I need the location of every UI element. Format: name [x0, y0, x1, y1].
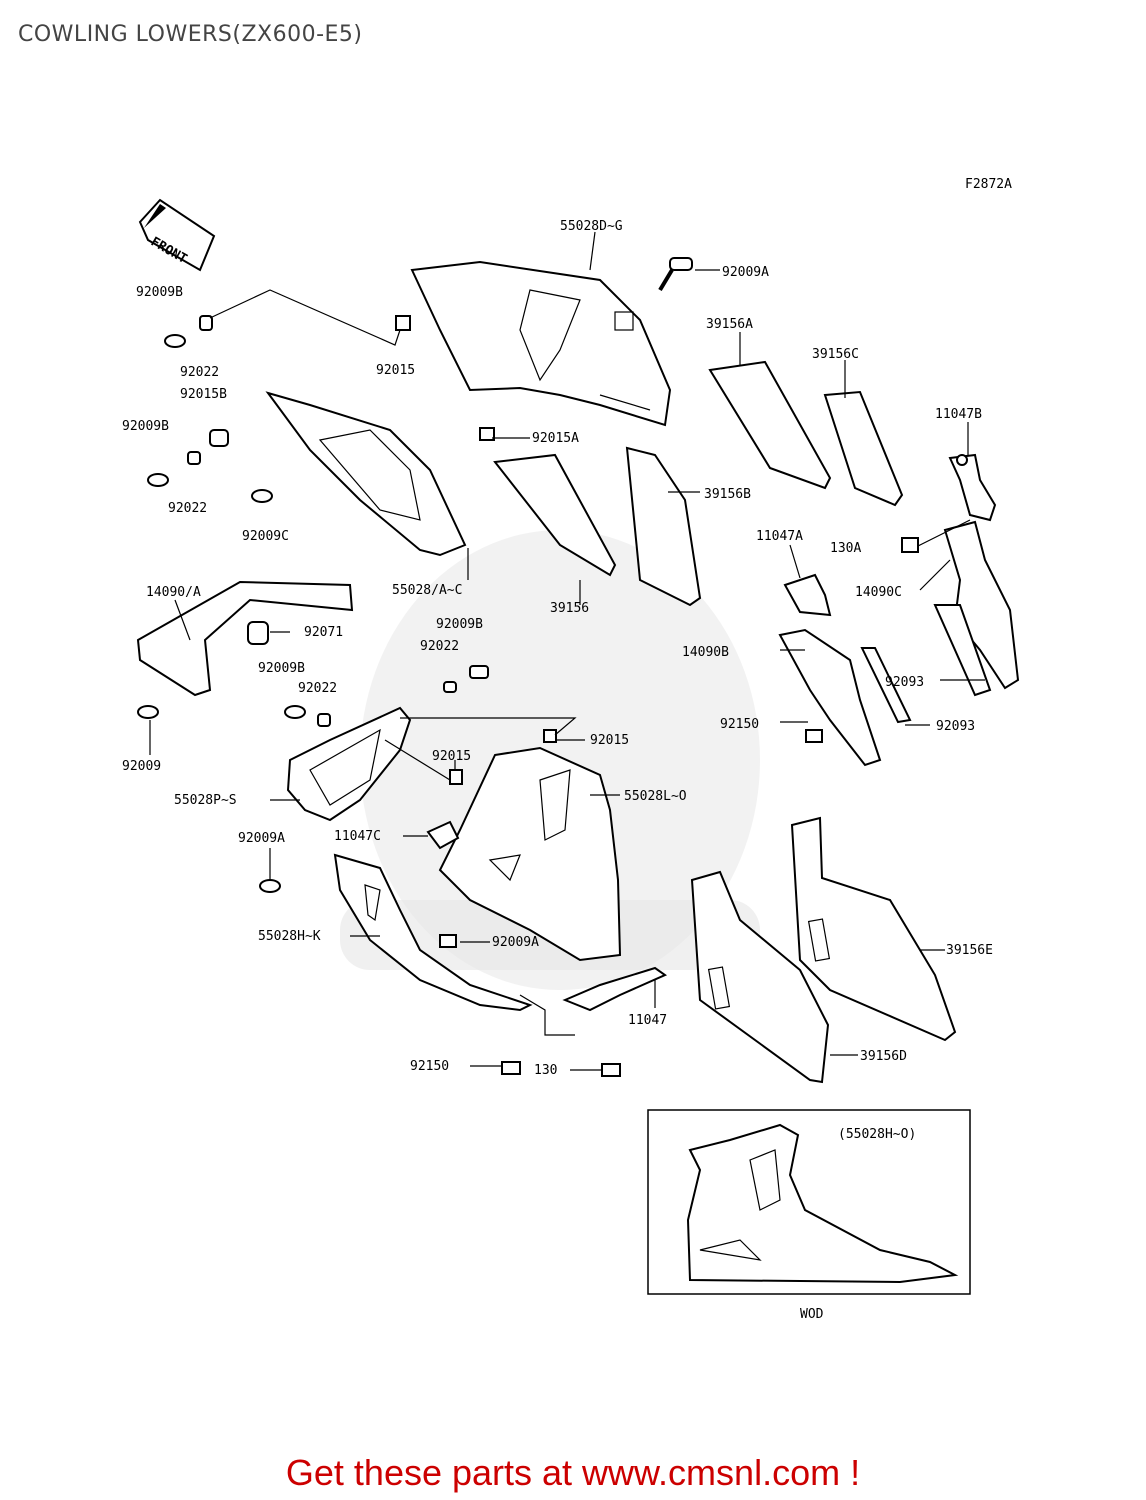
label-92015A: 92015A [532, 431, 579, 446]
label-11047C: 11047C [334, 829, 381, 844]
label-92093-1: 92093 [885, 675, 924, 690]
panel-39156C [823, 390, 904, 507]
panel-39156D [690, 870, 830, 1084]
label-14090A: 14090/A [146, 585, 201, 600]
panel-39156A [708, 360, 832, 490]
label-92009C: 92009C [242, 529, 289, 544]
fasteners-group [137, 315, 919, 1077]
diagram-title: COWLING LOWERS(ZX600-E5) [18, 22, 363, 47]
label-92093-2: 92093 [936, 719, 975, 734]
label-92009B-1: 92009B [136, 285, 183, 300]
lower-cowl-55028HK [333, 853, 533, 1012]
label-92009A-left: 92009A [238, 831, 285, 846]
panel-39156B [625, 446, 702, 607]
label-92015-mid: 92015 [432, 749, 471, 764]
label-92009B-2: 92009B [122, 419, 169, 434]
inset-box: (55028H~O) WOD [647, 1109, 971, 1322]
middle-side-cowl [265, 391, 467, 557]
label-55028HK: 55028H~K [258, 929, 321, 944]
label-92015B: 92015B [180, 387, 227, 402]
label-55028LO: 55028L~O [624, 789, 687, 804]
bracket-11047 [562, 966, 668, 1012]
label-39156D: 39156D [860, 1049, 907, 1064]
label-92022-4: 92022 [298, 681, 337, 696]
front-arrow-icon: FRONT [138, 198, 216, 272]
panel-39156 [493, 453, 617, 577]
bracket-11047B [948, 453, 997, 522]
label-14090C: 14090C [855, 585, 902, 600]
screw-icon [658, 257, 693, 292]
label-55028AC: 55028/A~C [392, 583, 462, 598]
label-92071: 92071 [304, 625, 343, 640]
inset-reference-label: (55028H~O) [838, 1127, 916, 1142]
label-39156E: 39156E [946, 943, 993, 958]
label-55028DG: 55028D~G [560, 219, 623, 234]
lower-cowl-55028LO [438, 746, 622, 962]
label-11047: 11047 [628, 1013, 667, 1028]
inset-caption: WOD [800, 1307, 824, 1322]
label-39156B: 39156B [704, 487, 751, 502]
panel-39156E [790, 816, 957, 1042]
label-39156: 39156 [550, 601, 589, 616]
bracket-11047C [426, 820, 460, 850]
label-92022-2: 92022 [168, 501, 207, 516]
lower-cover-14090A [136, 580, 354, 697]
label-11047B: 11047B [935, 407, 982, 422]
label-92009B-4: 92009B [258, 661, 305, 676]
label-92009A-bottom: 92009A [492, 935, 539, 950]
duct-14090B [778, 628, 912, 767]
bracket-11047A [783, 573, 832, 617]
label-92009A-top: 92009A [722, 265, 769, 280]
label-92022-1: 92022 [180, 365, 219, 380]
label-39156A: 39156A [706, 317, 753, 332]
label-130: 130 [534, 1063, 557, 1078]
label-130A: 130A [830, 541, 861, 556]
figure-code: F2872A [965, 177, 1012, 192]
label-92009: 92009 [122, 759, 161, 774]
label-92150-1: 92150 [720, 717, 759, 732]
label-11047A: 11047A [756, 529, 803, 544]
footer-promo-text: Get these parts at www.cmsnl.com ! [285, 1452, 861, 1493]
leader-lines [149, 231, 985, 1071]
duct-14090C [933, 520, 1020, 697]
label-92015-right: 92015 [590, 733, 629, 748]
label-14090B: 14090B [682, 645, 729, 660]
upper-side-cowl [410, 260, 672, 427]
label-92009B-3: 92009B [436, 617, 483, 632]
label-39156C: 39156C [812, 347, 859, 362]
label-92022-3: 92022 [420, 639, 459, 654]
label-92150-2: 92150 [410, 1059, 449, 1074]
label-92015-top: 92015 [376, 363, 415, 378]
label-55028PS: 55028P~S [174, 793, 237, 808]
